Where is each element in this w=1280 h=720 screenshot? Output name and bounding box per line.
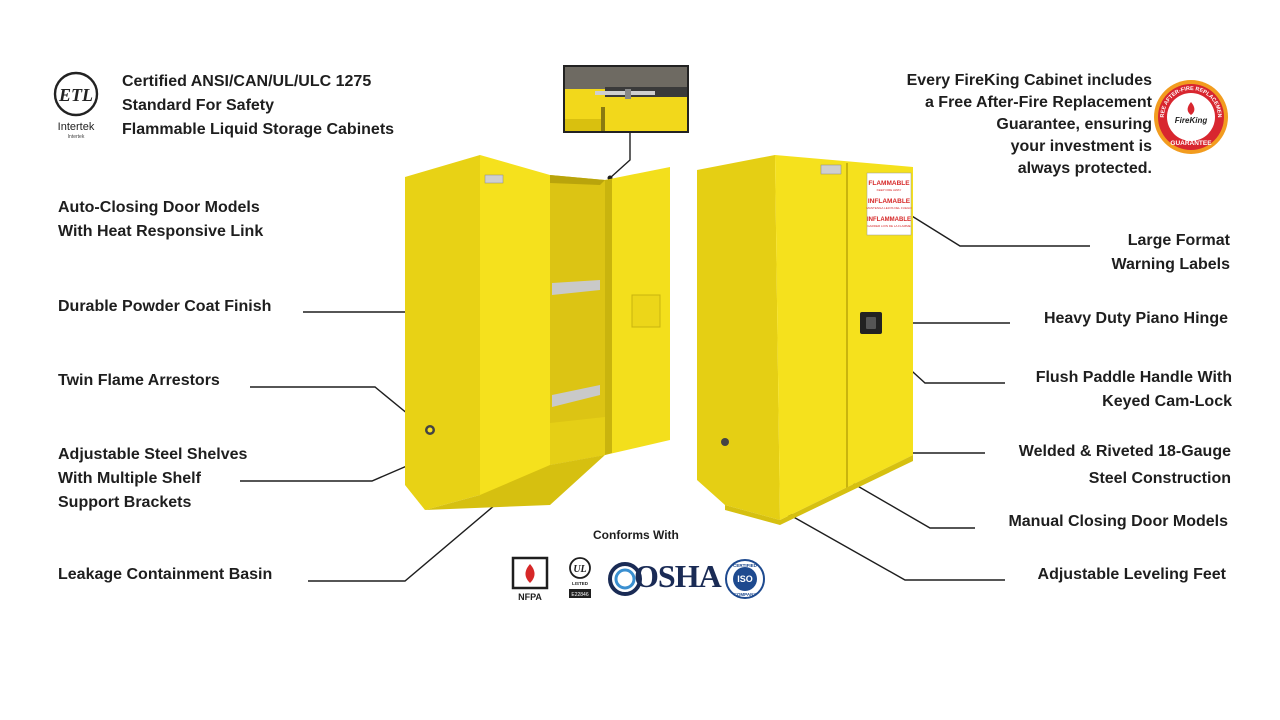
guarantee-line: your investment is — [1010, 138, 1152, 155]
svg-text:COMPANY: COMPANY — [734, 592, 757, 597]
callout-paddle-handle: Flush Paddle Handle With Keyed Cam-Lock — [980, 366, 1232, 414]
osha-text: OSHA — [634, 558, 722, 594]
callout-leveling-feet: Adjustable Leveling Feet — [980, 563, 1226, 587]
callout-line: Heavy Duty Piano Hinge — [1043, 310, 1228, 327]
leader-flame-arrestors — [250, 386, 426, 429]
svg-text:E22846: E22846 — [571, 592, 588, 598]
callout-powder-coat: Durable Powder Coat Finish — [58, 295, 271, 319]
svg-text:UL: UL — [573, 564, 586, 575]
callout-line: Welded & Riveted 18-Gauge — [1018, 443, 1231, 460]
callout-manual-closing: Manual Closing Door Models — [960, 510, 1228, 534]
callout-line: Durable Powder Coat Finish — [58, 298, 272, 315]
callout-line: Support Brackets — [58, 494, 192, 511]
callout-shelves: Adjustable Steel Shelves With Multiple S… — [58, 443, 247, 515]
svg-text:ISO: ISO — [737, 574, 753, 584]
callout-warning-labels: Large Format Warning Labels — [1000, 229, 1230, 277]
callout-line: With Heat Responsive Link — [58, 223, 264, 240]
callout-line: Adjustable Steel Shelves — [58, 446, 248, 463]
svg-text:NFPA: NFPA — [518, 592, 542, 602]
callout-line: Keyed Cam-Lock — [1102, 393, 1232, 410]
svg-text:INFLAMABLE: INFLAMABLE — [868, 198, 911, 205]
svg-text:LISTED: LISTED — [572, 581, 589, 586]
guarantee-line: Guarantee, ensuring — [996, 116, 1152, 133]
callout-basin: Leakage Containment Basin — [58, 563, 272, 587]
guarantee-line: always protected. — [1017, 160, 1152, 177]
svg-text:KEEP FIRE AWAY: KEEP FIRE AWAY — [877, 188, 902, 192]
guarantee-line: Every FireKing Cabinet includes — [906, 72, 1152, 89]
svg-text:FLAMMABLE: FLAMMABLE — [868, 180, 910, 187]
callout-line: Flush Paddle Handle With — [1035, 369, 1232, 386]
osha-wordmark: OSHA — [634, 558, 722, 595]
cert-line: Certified ANSI/CAN/UL/ULC 1275 — [122, 73, 372, 90]
callout-flame-arrestors: Twin Flame Arrestors — [58, 369, 220, 393]
callout-line: Large Format — [1127, 232, 1230, 249]
flame-icon — [1187, 102, 1195, 115]
heat-link-inset-photo — [563, 65, 689, 133]
callout-line: With Multiple Shelf — [58, 470, 201, 487]
svg-text:INFLAMMABLE: INFLAMMABLE — [867, 217, 911, 223]
nfpa-logo: NFPA — [511, 556, 549, 602]
callout-line: Twin Flame Arrestors — [58, 372, 220, 389]
cert-line: Standard For Safety — [122, 97, 275, 114]
guarantee-text: Every FireKing Cabinet includes a Free A… — [870, 70, 1152, 180]
callout-line: Auto-Closing Door Models — [58, 199, 260, 216]
badge-word: GUARANTEE — [1170, 140, 1212, 147]
callout-line: Adjustable Leveling Feet — [1037, 566, 1226, 583]
etl-mark: ETL — [58, 85, 93, 105]
conforms-heading: Conforms With — [593, 528, 679, 542]
badge-brand: FireKing — [1175, 116, 1208, 125]
callout-auto-closing: Auto-Closing Door Models With Heat Respo… — [58, 196, 263, 244]
ul-listed-logo: UL LISTED E22846 — [569, 557, 591, 598]
callout-line: Warning Labels — [1111, 256, 1230, 273]
compliance-logos: NFPA UL LISTED E22846 OSHA CERTIFIED ISO… — [510, 556, 770, 602]
callout-line: Leakage Containment Basin — [58, 566, 273, 583]
iso-certified-badge: CERTIFIED ISO COMPANY — [725, 559, 765, 599]
nfpa-flame-icon — [525, 564, 535, 583]
svg-text:GARDER LOIN DE LA FLAMME: GARDER LOIN DE LA FLAMME — [867, 224, 910, 228]
osha-globe-icon — [608, 562, 642, 596]
callout-piano-hinge: Heavy Duty Piano Hinge — [980, 307, 1228, 331]
cabinet-open-doors — [405, 155, 670, 510]
certification-text: Certified ANSI/CAN/UL/ULC 1275 Standard … — [122, 70, 394, 142]
upper-shelf — [552, 280, 600, 295]
callout-welded: Welded & Riveted 18-Gauge Steel Construc… — [960, 438, 1231, 492]
intertek-tiny: Intertek — [68, 134, 85, 140]
svg-text:CERTIFIED: CERTIFIED — [733, 563, 758, 568]
lower-shelf — [552, 385, 600, 407]
svg-text:MANTENGA LEJOS DEL FUEGO: MANTENGA LEJOS DEL FUEGO — [866, 206, 912, 210]
fireking-guarantee-badge: FREE AFTER-FIRE REPLACEMENT FireKing GUA… — [1152, 78, 1228, 154]
etl-listed-logo: ETL Intertek Intertek — [53, 71, 99, 140]
cert-line: Flammable Liquid Storage Cabinets — [122, 121, 395, 138]
warning-label-sign: FLAMMABLE KEEP FIRE AWAY INFLAMABLE MANT… — [866, 172, 912, 236]
callout-line: Steel Construction — [1088, 470, 1231, 487]
callout-line: Manual Closing Door Models — [1008, 513, 1228, 530]
guarantee-line: a Free After-Fire Replacement — [924, 94, 1152, 111]
intertek-wordmark: Intertek — [58, 121, 95, 133]
cabinet-closed-doors: FLAMMABLE KEEP FIRE AWAY INFLAMABLE MANT… — [697, 155, 913, 525]
